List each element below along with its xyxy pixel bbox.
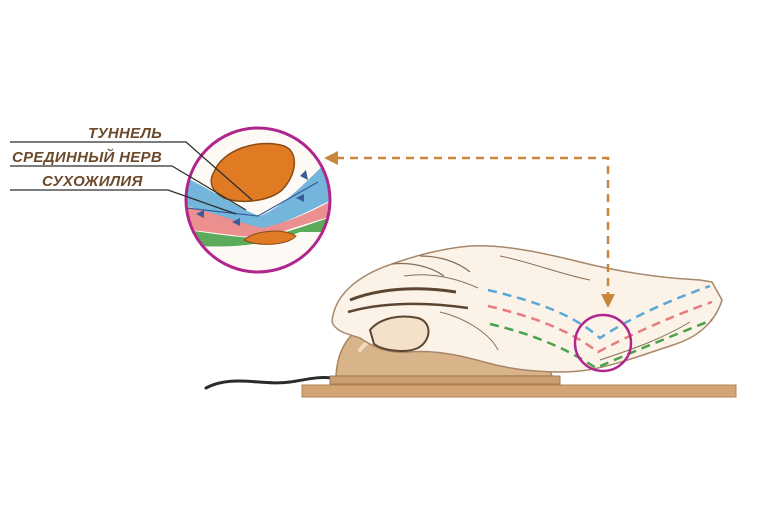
wrist-highlight-circle xyxy=(573,313,633,373)
wrist-structure-lines xyxy=(487,284,713,370)
mouse-cable xyxy=(204,376,334,390)
wrist-cross-section-icon xyxy=(184,126,332,274)
label-tunnel: ТУННЕЛЬ xyxy=(88,125,163,142)
double-headed-dashed-arrow xyxy=(324,151,615,308)
label-tendons: СУХОЖИЛИЯ xyxy=(42,173,143,190)
label-leader-lines xyxy=(10,141,253,215)
hand-on-mouse-illustration xyxy=(331,244,723,373)
lower-bone xyxy=(243,230,297,245)
label-median-nerve: СРЕДИННЫЙ НЕРВ xyxy=(12,149,162,166)
desk xyxy=(301,384,737,398)
